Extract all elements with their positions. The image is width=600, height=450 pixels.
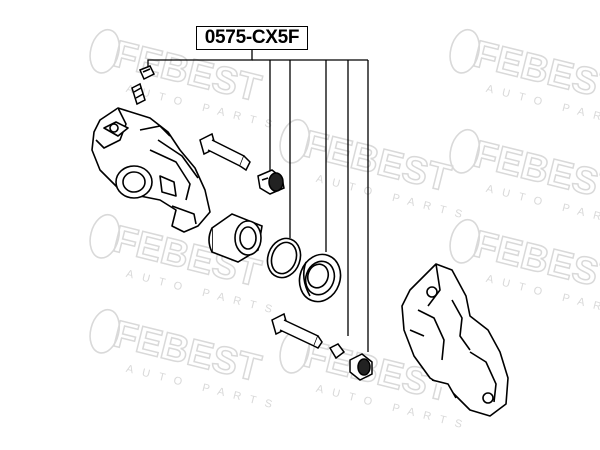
piston-seal [266, 237, 302, 279]
watermark-2: FEBEST AUTO PARTS [449, 28, 600, 133]
lower-guide-pin [271, 312, 323, 349]
leader-bleeder [147, 50, 253, 68]
upper-pin-boot [257, 169, 285, 195]
lower-pin-bushing [328, 343, 346, 360]
bleeder-screw [131, 82, 146, 106]
piston-dust-boot [298, 253, 342, 303]
caliper-bracket [401, 263, 509, 417]
upper-guide-pin [199, 132, 251, 172]
piston [208, 213, 263, 263]
lower-pin-boot [349, 353, 373, 381]
caliper-body [91, 107, 211, 233]
part-number-label: 0575-CX5F [196, 26, 308, 50]
watermark-layer: FEBEST AUTO PARTS FEBEST AUTO PARTS FEBE… [89, 28, 600, 433]
leader-lines [147, 50, 369, 352]
watermark-7: FEBEST AUTO PARTS [89, 308, 282, 413]
bleeder-cap [138, 65, 156, 81]
watermark-3: FEBEST AUTO PARTS [279, 118, 472, 223]
